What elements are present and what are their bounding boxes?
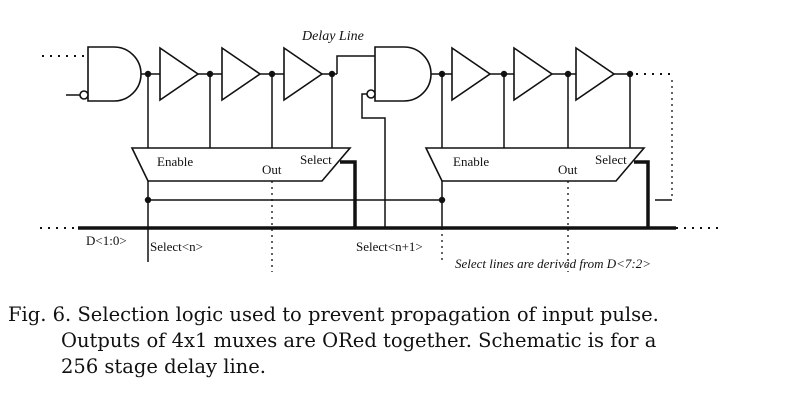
and-gate-2 (374, 46, 432, 102)
mux-right-enable-label: Enable (453, 154, 489, 169)
mux-right-select-label: Select (595, 152, 627, 167)
mux-right (424, 147, 646, 182)
and-gate-1 (87, 46, 142, 102)
schematic: Delay Line Enable Out Select Enable Out … (40, 29, 718, 272)
mux-left-select-label: Select (300, 152, 332, 167)
select-n-label: Select<n> (150, 239, 203, 254)
caption-line-2: Outputs of 4x1 muxes are ORed together. … (61, 329, 657, 352)
mux-left-enable-label: Enable (157, 154, 193, 169)
caption-line-1: Fig. 6. Selection logic used to prevent … (8, 303, 659, 326)
caption-line-3: 256 stage delay line. (61, 355, 266, 378)
delay-line-label: Delay Line (301, 29, 364, 44)
select-n1-line (634, 160, 650, 228)
mux-left-out-label: Out (262, 162, 282, 177)
buffer-6 (575, 46, 616, 102)
select-n-line (340, 160, 357, 228)
inverter-bubble-2 (366, 89, 376, 99)
node-mux-right-enable (438, 196, 446, 204)
buffer-1 (159, 46, 200, 102)
figure-caption: Fig. 6. Selection logic used to prevent … (8, 302, 778, 380)
mux-left (130, 147, 352, 182)
select-note: Select lines are derived from D<7:2> (455, 256, 651, 271)
mux-right-out-label: Out (558, 162, 578, 177)
feedback-wire (361, 93, 386, 228)
buffer-5 (513, 46, 554, 102)
buffer-3 (283, 46, 324, 102)
inverter-bubble-1 (79, 90, 89, 100)
delay-line-link (336, 55, 375, 74)
select-n1-label: Select<n+1> (356, 239, 423, 254)
bus-label: D<1:0> (86, 233, 127, 248)
buffer-4 (451, 46, 492, 102)
buffer-2 (221, 46, 262, 102)
